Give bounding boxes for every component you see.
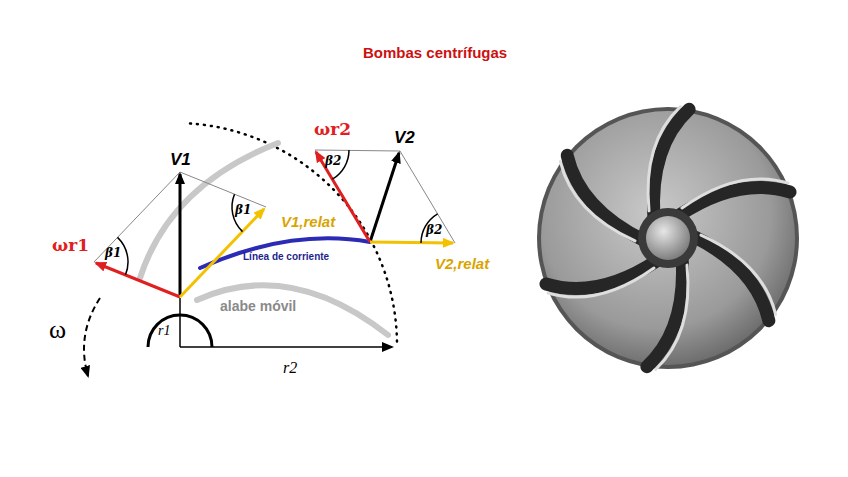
velocity-label: V1,relat: [281, 213, 335, 230]
impeller-vane: [556, 143, 644, 259]
triangle-line: [400, 151, 455, 243]
impeller-vane: [692, 217, 780, 333]
rotation-arrow: [84, 298, 100, 376]
blade: [197, 285, 388, 335]
impeller-picture: [537, 103, 799, 373]
outer-radius-arc: [190, 124, 397, 346]
angle-label: β1: [235, 204, 251, 218]
impeller-vane: [546, 260, 658, 297]
impeller-vane: [622, 103, 710, 219]
velocity-vector: [179, 174, 182, 297]
triangle-line: [315, 150, 400, 151]
radius-label: r1: [158, 323, 170, 339]
radius-line: [179, 298, 181, 347]
triangle-line: [94, 172, 180, 262]
radius-line: [180, 346, 392, 348]
velocity-vector: [96, 263, 180, 297]
triangle-line: [180, 172, 266, 207]
velocity-label: ωr2: [314, 120, 351, 140]
angle-label: β1: [105, 247, 121, 261]
impeller-hub: [646, 216, 690, 260]
streamline: [200, 238, 370, 268]
velocity-label: V2: [394, 128, 415, 148]
blade-label: alabe móvil: [220, 298, 296, 314]
velocity-label: ωr1: [52, 236, 89, 256]
velocity-vector: [370, 153, 399, 242]
angle-label: β2: [426, 224, 442, 238]
impeller-hub-ring: [638, 208, 698, 268]
radius-label: r2: [283, 359, 297, 377]
velocity-vector: [370, 242, 453, 243]
velocity-label: V2,relat: [435, 255, 489, 272]
velocity-label: V1: [170, 150, 191, 170]
title: Bombas centrífugas: [363, 44, 507, 61]
rotation-label: ω: [49, 315, 66, 345]
angle-label: β2: [325, 155, 341, 169]
impeller-vane: [678, 179, 790, 216]
streamline-label: Línea de corriente: [243, 251, 329, 263]
